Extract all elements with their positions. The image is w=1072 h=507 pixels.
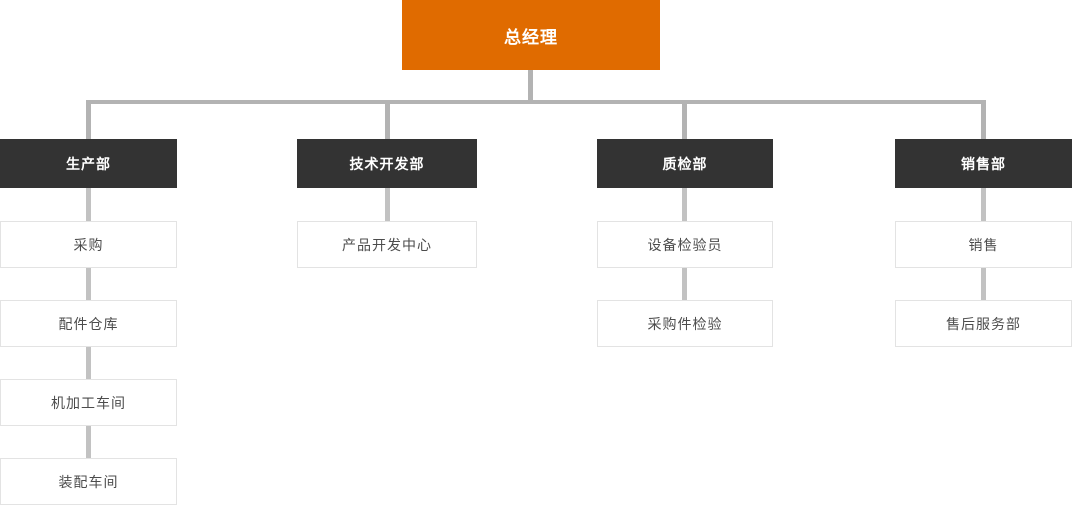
connector-vertical-tech-dev — [385, 104, 390, 139]
child-node-parts-warehouse[interactable]: 配件仓库 — [0, 300, 177, 347]
dept-node-sales[interactable]: 销售部 — [895, 139, 1072, 188]
child-node-sales[interactable]: 销售 — [895, 221, 1072, 268]
connector-vertical — [682, 188, 687, 221]
connector-vertical — [86, 347, 91, 379]
connector-vertical — [981, 188, 986, 221]
connector-vertical-root — [528, 70, 533, 100]
connector-vertical — [86, 188, 91, 221]
connector-vertical — [981, 268, 986, 300]
child-node-assembly-workshop[interactable]: 装配车间 — [0, 458, 177, 505]
dept-node-production[interactable]: 生产部 — [0, 139, 177, 188]
dept-node-quality[interactable]: 质检部 — [597, 139, 773, 188]
connector-vertical — [86, 268, 91, 300]
child-node-after-sales-service[interactable]: 售后服务部 — [895, 300, 1072, 347]
connector-vertical — [385, 188, 390, 221]
child-node-procurement[interactable]: 采购 — [0, 221, 177, 268]
root-node-general-manager[interactable]: 总经理 — [402, 0, 660, 70]
connector-horizontal-rail — [86, 100, 986, 104]
connector-vertical — [86, 426, 91, 458]
connector-vertical-sales — [981, 104, 986, 139]
connector-vertical-production — [86, 104, 91, 139]
connector-vertical — [682, 268, 687, 300]
child-node-product-dev-center[interactable]: 产品开发中心 — [297, 221, 477, 268]
dept-node-tech-dev[interactable]: 技术开发部 — [297, 139, 477, 188]
connector-vertical-quality — [682, 104, 687, 139]
child-node-equipment-inspector[interactable]: 设备检验员 — [597, 221, 773, 268]
child-node-machining-workshop[interactable]: 机加工车间 — [0, 379, 177, 426]
child-node-purchased-parts-inspection[interactable]: 采购件检验 — [597, 300, 773, 347]
